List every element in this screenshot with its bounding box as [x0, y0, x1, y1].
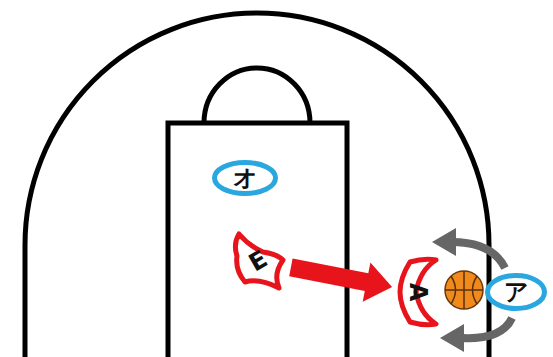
offense-player: ア	[485, 273, 547, 311]
offense-player: オ	[212, 160, 278, 196]
player-label: A	[406, 283, 430, 302]
movement-arrow	[289, 259, 392, 302]
marker-outline	[215, 163, 276, 194]
basketball	[445, 271, 483, 309]
defense-player: E	[229, 230, 287, 292]
defense-player: A	[396, 256, 440, 328]
rotation-arrowhead	[432, 228, 456, 256]
three-point-line	[25, 13, 489, 357]
player-label: ア	[504, 280, 529, 304]
marker-outline	[235, 234, 283, 288]
rotation-arrow	[462, 318, 512, 338]
marker-outline	[488, 276, 545, 309]
lane-box	[168, 123, 347, 357]
rotation-arrow	[452, 242, 505, 268]
marker-outline	[400, 259, 436, 324]
free-throw-circle	[204, 68, 310, 123]
player-label: オ	[233, 166, 258, 190]
rotation-arrowhead	[440, 324, 464, 352]
